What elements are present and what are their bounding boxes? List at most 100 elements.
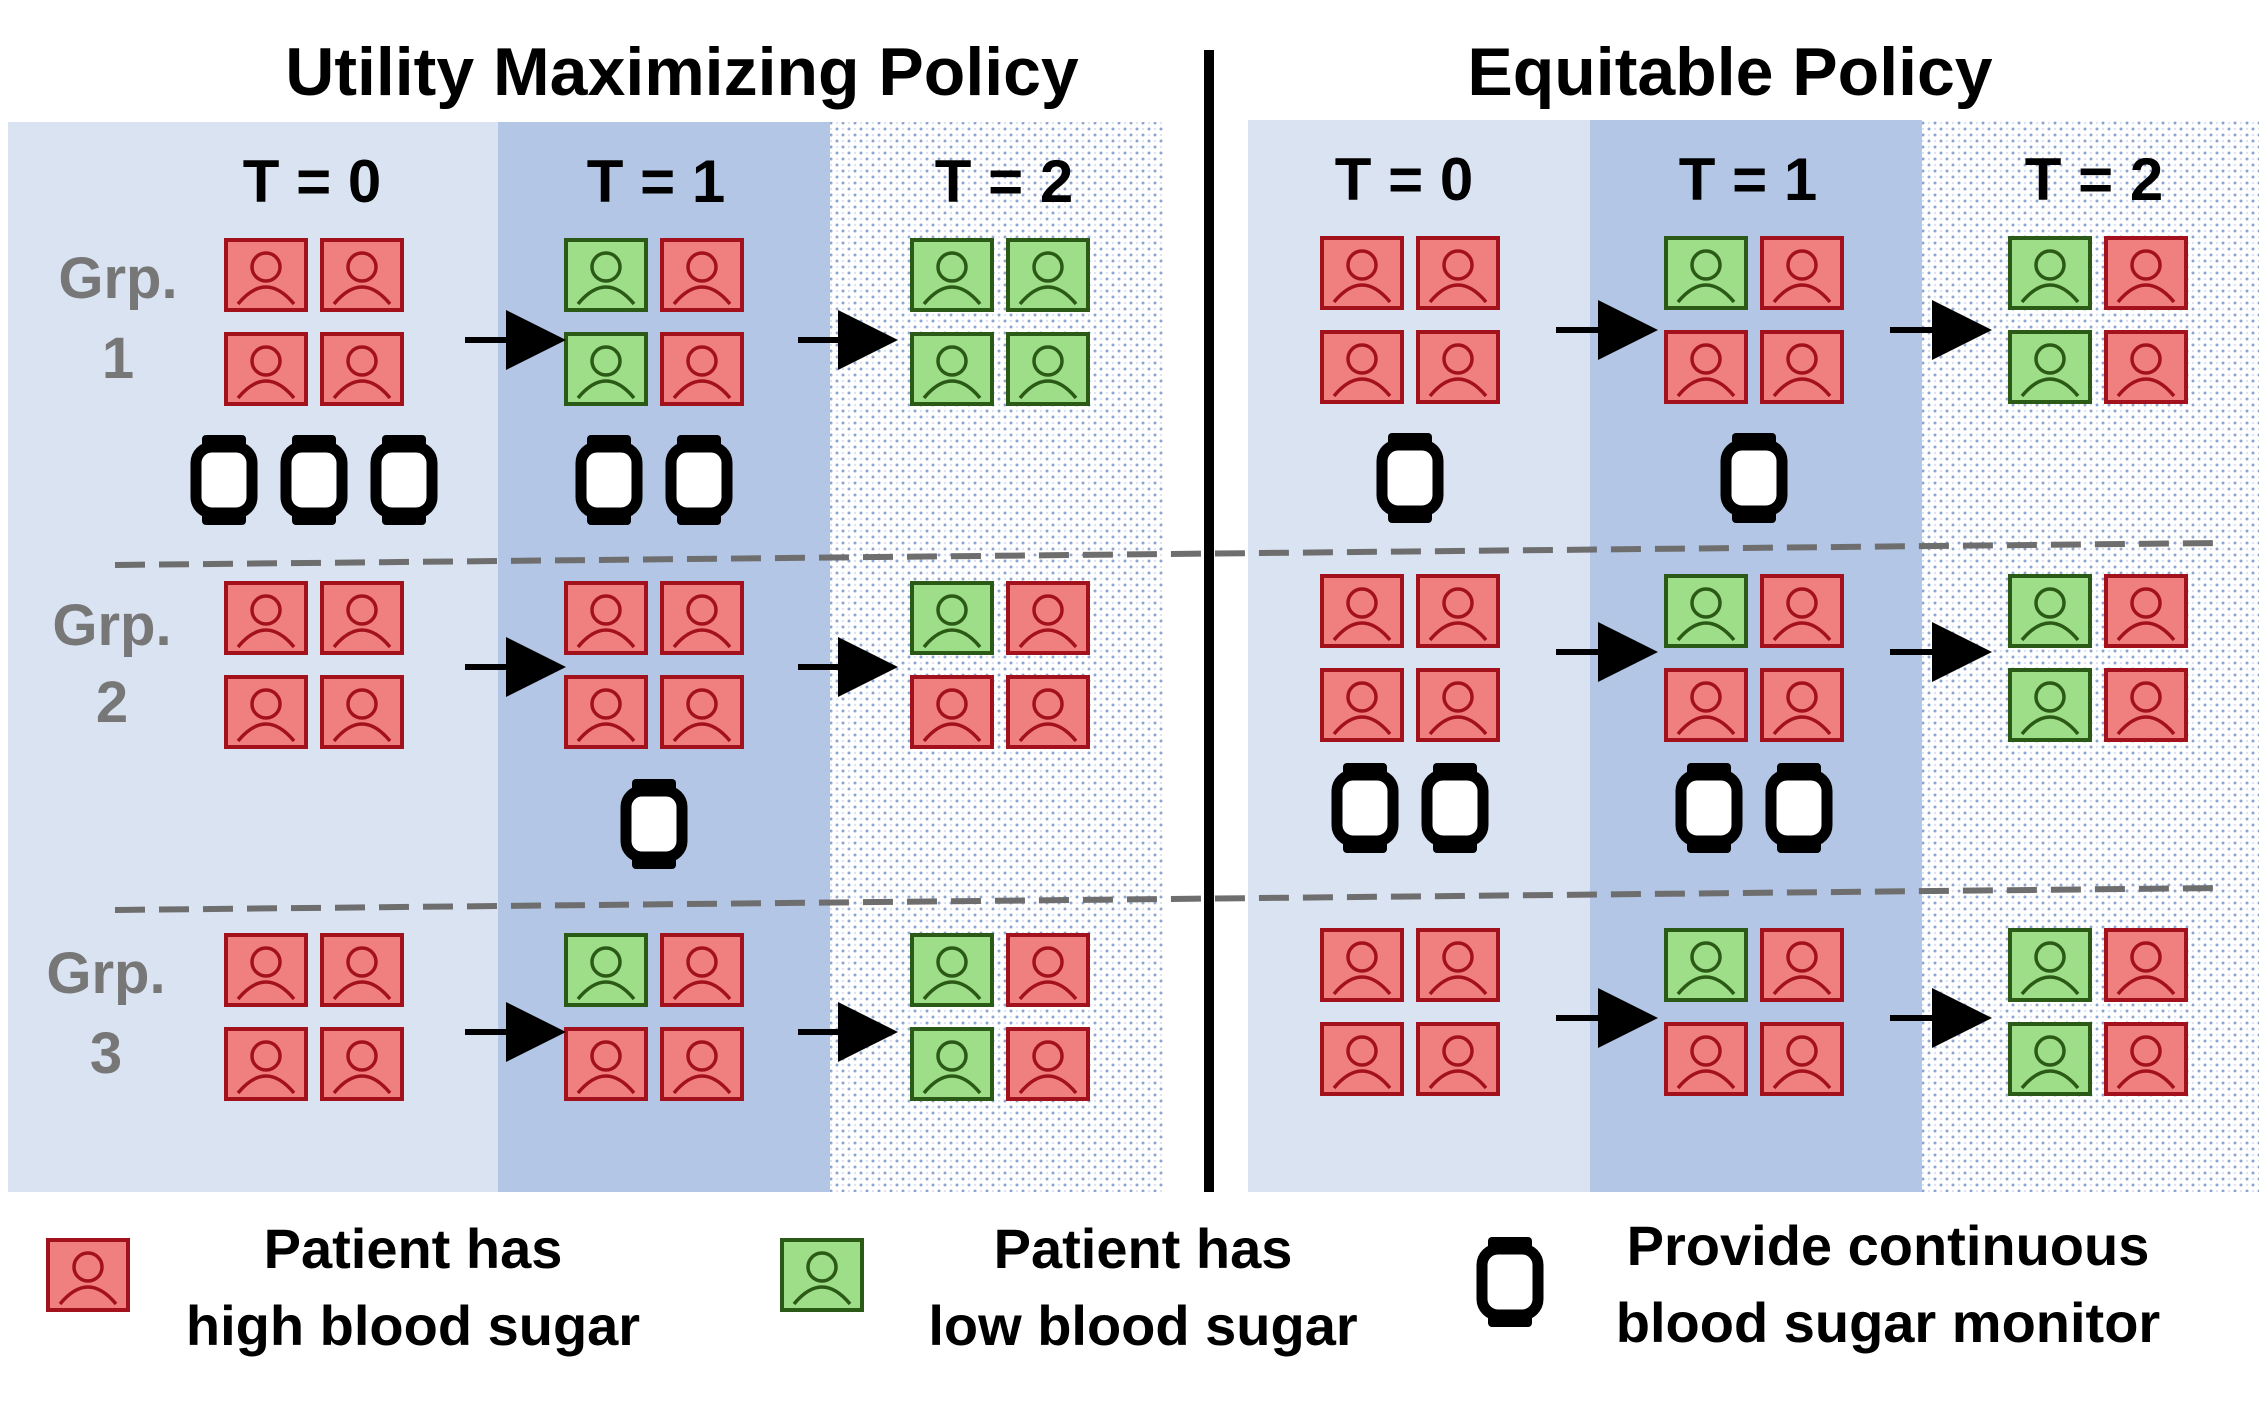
utility-time-label-0: T = 0 — [243, 148, 381, 215]
utility-g1-t1-patient-1 — [564, 238, 648, 312]
equitable-panel-t1 — [1590, 120, 1922, 1192]
utility-g3-t1-patient-2 — [660, 933, 744, 1007]
utility-g1-t0-patient-1 — [224, 238, 308, 312]
equitable-g3-t2-patient-4 — [2104, 1022, 2188, 1096]
equitable-g2-t1-patient-4 — [1760, 668, 1844, 742]
equitable-g2-t2-patient-2 — [2104, 574, 2188, 648]
utility-g2-t1-patient-3 — [564, 675, 648, 749]
legend-high-line2: high blood sugar — [186, 1294, 640, 1357]
utility-g1-t1-patient-4 — [660, 332, 744, 406]
equitable-g2-t0-patient-2 — [1416, 574, 1500, 648]
utility-g3-t0-patient-4 — [320, 1027, 404, 1101]
legend-monitor-line2: blood sugar monitor — [1616, 1291, 2160, 1354]
legend-monitor-line1: Provide continuous — [1627, 1214, 2150, 1277]
group-label-2-line2: 2 — [96, 670, 128, 735]
utility-g1-t2-patient-1 — [910, 238, 994, 312]
utility-panel-t2 — [830, 122, 1165, 1192]
equitable-g2-t0-patient-1 — [1320, 574, 1404, 648]
utility-g3-t2-patient-4 — [1006, 1027, 1090, 1101]
equitable-g1-t0-patient-1 — [1320, 236, 1404, 310]
utility-g2-t0-patient-2 — [320, 581, 404, 655]
title-equitable: Equitable Policy — [1467, 34, 1992, 110]
equitable-g1-t0-patient-4 — [1416, 330, 1500, 404]
equitable-g2-t1-patient-1 — [1664, 574, 1748, 648]
equitable-g2-t1-monitor-2 — [1765, 763, 1833, 853]
smartwatch-icon — [1476, 1237, 1544, 1327]
equitable-g1-t2-patient-1 — [2008, 236, 2092, 310]
utility-g3-t1-patient-1 — [564, 933, 648, 1007]
utility-g3-t0-patient-2 — [320, 933, 404, 1007]
equitable-g2-t2-patient-1 — [2008, 574, 2092, 648]
legend-low-line1: Patient has — [994, 1217, 1293, 1280]
equitable-g3-t2-patient-2 — [2104, 928, 2188, 1002]
patient-high-icon — [46, 1238, 130, 1312]
utility-g3-t2-patient-1 — [910, 933, 994, 1007]
utility-g3-t0-patient-3 — [224, 1027, 308, 1101]
utility-g2-t1-patient-4 — [660, 675, 744, 749]
utility-g1-t0-patient-2 — [320, 238, 404, 312]
equitable-g2-t0-patient-3 — [1320, 668, 1404, 742]
equitable-time-label-0: T = 0 — [1335, 146, 1473, 213]
equitable-g3-t0-patient-2 — [1416, 928, 1500, 1002]
utility-g1-t1-patient-3 — [564, 332, 648, 406]
utility-g2-t1-patient-1 — [564, 581, 648, 655]
utility-g3-t0-patient-1 — [224, 933, 308, 1007]
utility-g3-t2-patient-3 — [910, 1027, 994, 1101]
utility-g2-t2-patient-3 — [910, 675, 994, 749]
utility-g3-t2-patient-2 — [1006, 933, 1090, 1007]
utility-g1-t1-monitor-1 — [575, 435, 643, 525]
utility-g1-t1-patient-2 — [660, 238, 744, 312]
equitable-g1-t1-patient-4 — [1760, 330, 1844, 404]
utility-g2-t0-patient-1 — [224, 581, 308, 655]
utility-g3-t1-patient-4 — [660, 1027, 744, 1101]
utility-g1-t2-patient-2 — [1006, 238, 1090, 312]
equitable-g1-t1-patient-2 — [1760, 236, 1844, 310]
time-labels: T = 0 T = 1 T = 2 T = 0 T = 1 T = 2 — [243, 146, 2163, 215]
equitable-g1-t2-patient-3 — [2008, 330, 2092, 404]
utility-g1-t0-patient-3 — [224, 332, 308, 406]
equitable-g1-t2-patient-4 — [2104, 330, 2188, 404]
group-label-2-line1: Grp. — [52, 593, 171, 658]
group-label-1-line2: 1 — [102, 326, 134, 391]
legend-monitor-watch — [1476, 1237, 1544, 1327]
equitable-g2-t1-monitor-1 — [1675, 763, 1743, 853]
equitable-g1-t0-patient-3 — [1320, 330, 1404, 404]
group-labels: Grp. 1 Grp. 2 Grp. 3 — [46, 246, 177, 1086]
equitable-time-label-1: T = 1 — [1679, 146, 1817, 213]
utility-g2-t0-patient-4 — [320, 675, 404, 749]
equitable-g2-t1-patient-2 — [1760, 574, 1844, 648]
equitable-g2-t0-monitor-2 — [1421, 763, 1489, 853]
equitable-g2-t0-patient-4 — [1416, 668, 1500, 742]
equitable-g1-t0-patient-2 — [1416, 236, 1500, 310]
utility-g1-t2-patient-4 — [1006, 332, 1090, 406]
utility-g1-t0-monitor-1 — [190, 435, 258, 525]
equitable-g3-t2-patient-1 — [2008, 928, 2092, 1002]
patients-and-monitors — [190, 236, 2188, 1101]
group-label-3-line1: Grp. — [46, 941, 165, 1006]
utility-g3-t1-patient-3 — [564, 1027, 648, 1101]
equitable-time-label-2: T = 2 — [2025, 146, 2163, 213]
utility-g1-t0-patient-4 — [320, 332, 404, 406]
utility-g2-t2-patient-2 — [1006, 581, 1090, 655]
utility-g1-t0-monitor-3 — [370, 435, 438, 525]
equitable-g1-t1-patient-3 — [1664, 330, 1748, 404]
equitable-g2-t1-patient-3 — [1664, 668, 1748, 742]
equitable-g3-t0-patient-3 — [1320, 1022, 1404, 1096]
equitable-g2-t2-patient-4 — [2104, 668, 2188, 742]
equitable-g1-t2-patient-2 — [2104, 236, 2188, 310]
utility-time-label-1: T = 1 — [587, 148, 725, 215]
group-label-3-line2: 3 — [90, 1021, 122, 1086]
equitable-g3-t0-patient-1 — [1320, 928, 1404, 1002]
equitable-g2-t0-monitor-1 — [1331, 763, 1399, 853]
utility-time-label-2: T = 2 — [935, 148, 1073, 215]
equitable-g1-t0-monitor-1 — [1376, 433, 1444, 523]
utility-g2-t2-patient-4 — [1006, 675, 1090, 749]
title-utility: Utility Maximizing Policy — [285, 34, 1079, 110]
equitable-g3-t2-patient-3 — [2008, 1022, 2092, 1096]
utility-g2-t2-patient-1 — [910, 581, 994, 655]
equitable-g2-t2-patient-3 — [2008, 668, 2092, 742]
group-label-1-line1: Grp. — [58, 246, 177, 311]
legend-low-line2: low blood sugar — [928, 1294, 1357, 1357]
utility-g1-t1-monitor-2 — [665, 435, 733, 525]
equitable-g1-t1-patient-1 — [1664, 236, 1748, 310]
